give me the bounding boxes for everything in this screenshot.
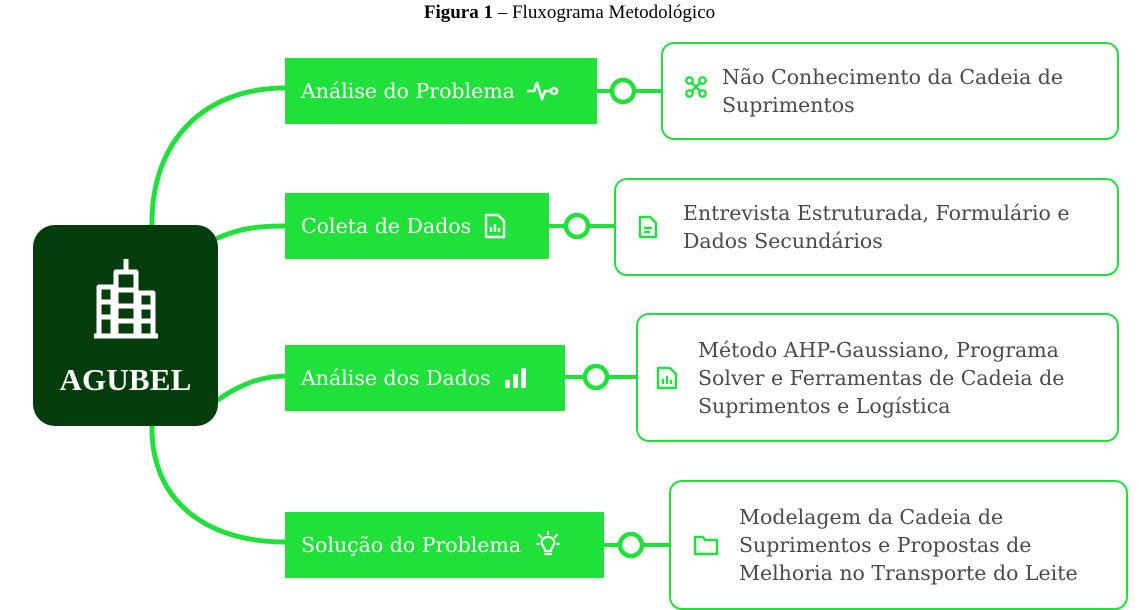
- card-text: Modelagem da Cadeia de Suprimentos e Pro…: [739, 505, 1078, 585]
- figure-caption: Figura 1 – Fluxograma Metodológico: [0, 2, 1139, 24]
- step-node-analise-dados: Análise dos Dados: [285, 345, 565, 411]
- step-node-solucao-problema: Solução do Problema: [285, 512, 604, 578]
- branch-curve-1: [149, 85, 288, 231]
- caption-label: Figura 1: [423, 2, 493, 23]
- caption-title: – Fluxograma Metodológico: [492, 2, 716, 23]
- step-label: Solução do Problema: [301, 533, 522, 557]
- step-card-solucao-problema: Modelagem da Cadeia de Suprimentos e Pro…: [669, 480, 1128, 610]
- connector-dot-3: [582, 363, 610, 391]
- branch-curve-2: [215, 223, 288, 241]
- branch-curve-3: [215, 373, 290, 403]
- card-text: Entrevista Estruturada, Formulário e Dad…: [683, 201, 1070, 253]
- step-card-analise-problema: Não Conhecimento da Cadeia de Suprimento…: [661, 42, 1119, 140]
- report-chart-icon: [656, 366, 678, 390]
- step-card-coleta-dados: Entrevista Estruturada, Formulário e Dad…: [614, 178, 1119, 276]
- step-label: Análise dos Dados: [301, 366, 491, 390]
- step-label: Coleta de Dados: [301, 214, 472, 238]
- step-node-analise-problema: Análise do Problema: [285, 58, 597, 124]
- step-card-analise-dados: Método AHP-Gaussiano, Programa Solver e …: [636, 313, 1119, 442]
- activity-pulse-icon: [526, 80, 559, 102]
- root-label: AGUBEL: [59, 362, 192, 397]
- card-text: Não Conhecimento da Cadeia de Suprimento…: [722, 65, 1064, 117]
- report-chart-icon: [483, 213, 507, 239]
- buildings-icon: [90, 257, 162, 344]
- branch-curve-4: [149, 421, 288, 545]
- lightbulb-icon: [533, 531, 563, 559]
- folder-icon: [693, 534, 719, 556]
- connector-dot-1: [609, 77, 637, 105]
- connector-dot-4: [617, 531, 645, 559]
- network-nodes-icon: [685, 76, 707, 98]
- card-text: Método AHP-Gaussiano, Programa Solver e …: [698, 337, 1065, 418]
- document-icon: [638, 215, 658, 239]
- root-node: AGUBEL: [33, 225, 218, 426]
- step-label: Análise do Problema: [301, 79, 515, 103]
- connector-dot-2: [563, 212, 591, 240]
- step-node-coleta-dados: Coleta de Dados: [285, 193, 549, 259]
- bar-chart-icon: [504, 368, 527, 388]
